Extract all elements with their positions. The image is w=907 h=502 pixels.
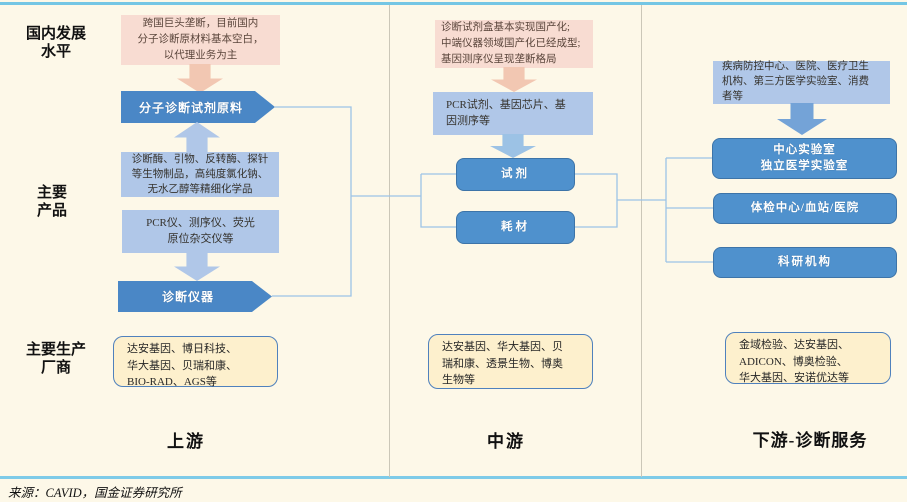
upstream-instrument-pentagon: 诊断仪器 — [118, 281, 272, 312]
upstream-biologics-box: 诊断酶、引物、反转酶、探针 等生物制品，高纯度氯化钠、 无水乙醇等精细化学品 — [121, 152, 279, 197]
downstream-checkup-box: 体检中心/血站/医院 — [713, 193, 897, 224]
stage-label-midstream: 中游 — [487, 432, 525, 451]
midstream-products-box: PCR试剂、基因芯片、基 因测序等 — [433, 92, 593, 135]
upstream-status-note: 跨国巨头垄断，目前国内 分子诊断原材料基本空白， 以代理业务为主 — [121, 15, 280, 65]
column-divider-upstream-midstream — [389, 5, 390, 477]
row-header-main-manufacturers: 主要生产 厂商 — [25, 342, 86, 376]
upstream-manufacturers-box: 达安基因、博日科技、 华大基因、贝瑞和康、 BIO-RAD、AGS等 — [113, 336, 278, 388]
top-border-line — [0, 2, 907, 5]
stage-label-downstream: 下游-诊断服务 — [752, 431, 868, 450]
downstream-customers-box: 疾病防控中心、医院、医疗卫生 机构、第三方医学实验室、消费 者等 — [713, 61, 890, 104]
column-divider-midstream-downstream — [641, 5, 642, 477]
stage-label-upstream: 上游 — [167, 432, 205, 451]
midstream-manufacturers-box: 达安基因、华大基因、贝 瑞和康、透景生物、博奥 生物等 — [428, 334, 593, 389]
midstream-status-note: 诊断试剂盒基本实现国产化; 中端仪器领域国产化已经成型; 基因测序仪呈现垄断格局 — [435, 20, 593, 68]
downstream-manufacturers-box: 金域检验、达安基因、 ADICON、博奥检验、 华大基因、安诺优达等 — [725, 332, 891, 384]
row-header-development-level: 国内发展 水平 — [25, 26, 86, 60]
footer-separator-line — [0, 476, 907, 479]
midstream-reagent-box: 试剂 — [456, 158, 575, 191]
downstream-central-lab-box: 中心实验室 独立医学实验室 — [712, 138, 897, 179]
upstream-raw-material-pentagon: 分子诊断试剂原料 — [121, 91, 275, 123]
upstream-instruments-box: PCR仪、测序仪、荧光 原位杂交仪等 — [122, 210, 279, 253]
source-note: 来源：CAVID，国金证券研究所 — [8, 486, 182, 500]
downstream-research-box: 科研机构 — [713, 247, 897, 278]
row-header-main-products: 主要 产品 — [36, 185, 67, 219]
midstream-consumables-box: 耗材 — [456, 211, 575, 244]
